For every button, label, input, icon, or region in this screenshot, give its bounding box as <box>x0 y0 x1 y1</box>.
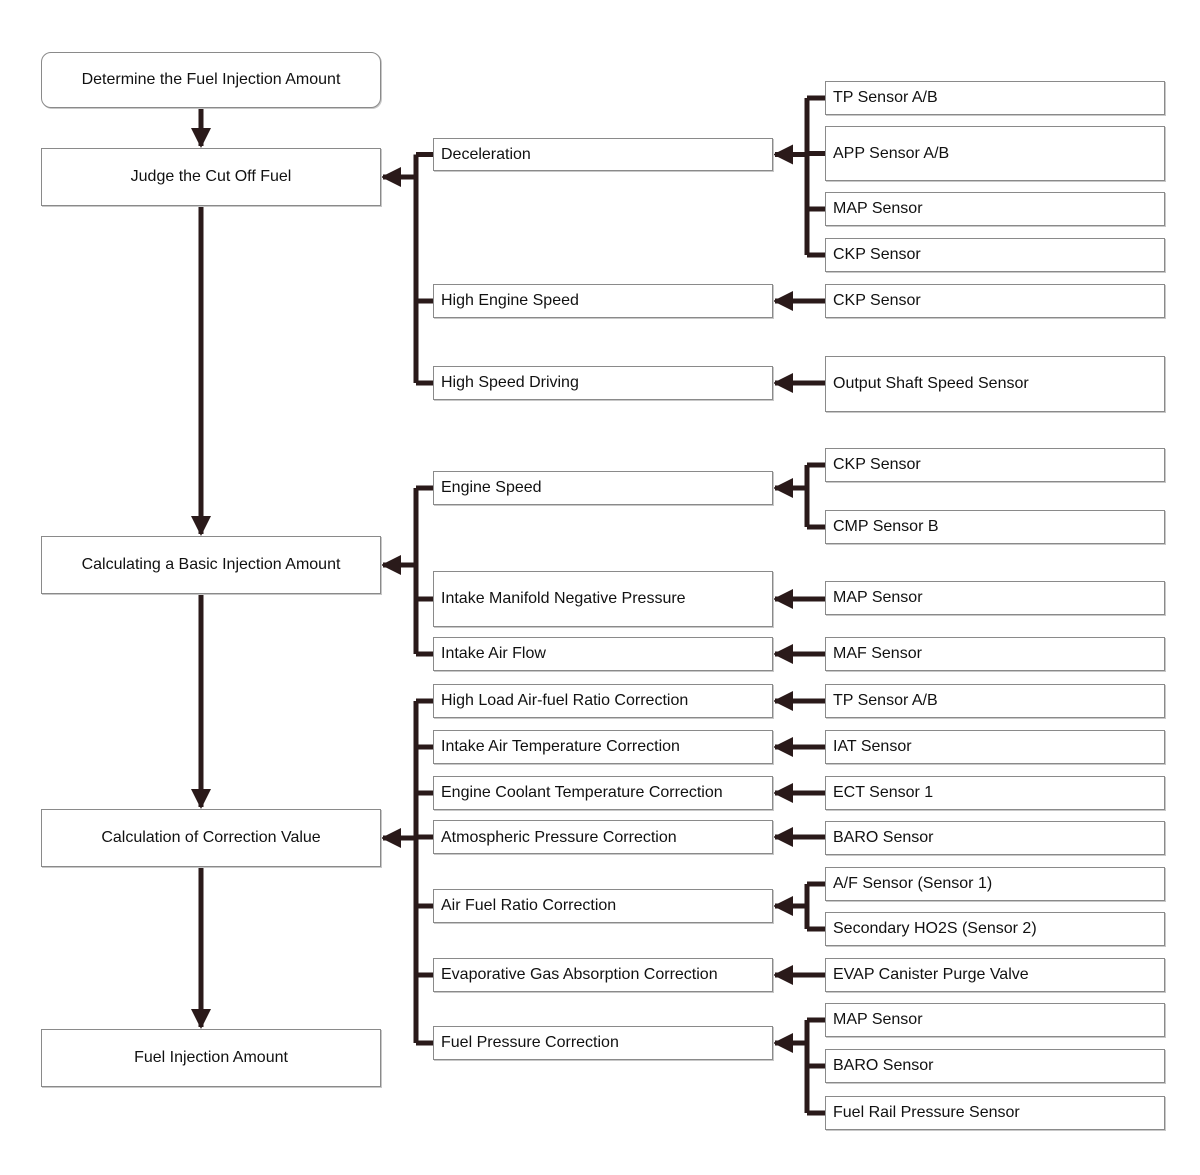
sensor-box: TP Sensor A/B <box>825 684 1165 718</box>
start-step: Determine the Fuel Injection Amount <box>41 52 381 108</box>
condition-box: High Load Air-fuel Ratio Correction <box>433 684 773 718</box>
sensor-box: BARO Sensor <box>825 1049 1165 1083</box>
condition-box: Engine Coolant Temperature Correction <box>433 776 773 810</box>
sensor-box: CKP Sensor <box>825 284 1165 318</box>
condition-box: Intake Air Temperature Correction <box>433 730 773 764</box>
condition-box: Engine Speed <box>433 471 773 505</box>
condition-box: High Engine Speed <box>433 284 773 318</box>
sensor-box: CKP Sensor <box>825 448 1165 482</box>
condition-box: High Speed Driving <box>433 366 773 400</box>
sensor-box: EVAP Canister Purge Valve <box>825 958 1165 992</box>
correction-value-step: Calculation of Correction Value <box>41 809 381 867</box>
sensor-box: ECT Sensor 1 <box>825 776 1165 810</box>
sensor-box: MAF Sensor <box>825 637 1165 671</box>
sensor-box: BARO Sensor <box>825 821 1165 855</box>
sensor-box: IAT Sensor <box>825 730 1165 764</box>
condition-box: Air Fuel Ratio Correction <box>433 889 773 923</box>
sensor-box: CMP Sensor B <box>825 510 1165 544</box>
sensor-box: APP Sensor A/B <box>825 126 1165 181</box>
result-step: Fuel Injection Amount <box>41 1029 381 1087</box>
sensor-box: TP Sensor A/B <box>825 81 1165 115</box>
basic-injection-step: Calculating a Basic Injection Amount <box>41 536 381 594</box>
sensor-box: Output Shaft Speed Sensor <box>825 356 1165 412</box>
condition-box: Intake Air Flow <box>433 637 773 671</box>
sensor-box: MAP Sensor <box>825 581 1165 615</box>
condition-box: Intake Manifold Negative Pressure <box>433 571 773 627</box>
condition-box: Deceleration <box>433 138 773 171</box>
judge-cut-off-step: Judge the Cut Off Fuel <box>41 148 381 206</box>
condition-box: Fuel Pressure Correction <box>433 1026 773 1060</box>
sensor-box: MAP Sensor <box>825 1003 1165 1037</box>
sensor-box: Secondary HO2S (Sensor 2) <box>825 912 1165 946</box>
sensor-box: CKP Sensor <box>825 238 1165 272</box>
sensor-box: MAP Sensor <box>825 192 1165 226</box>
condition-box: Evaporative Gas Absorption Correction <box>433 958 773 992</box>
sensor-box: Fuel Rail Pressure Sensor <box>825 1096 1165 1130</box>
sensor-box: A/F Sensor (Sensor 1) <box>825 867 1165 901</box>
condition-box: Atmospheric Pressure Correction <box>433 820 773 854</box>
